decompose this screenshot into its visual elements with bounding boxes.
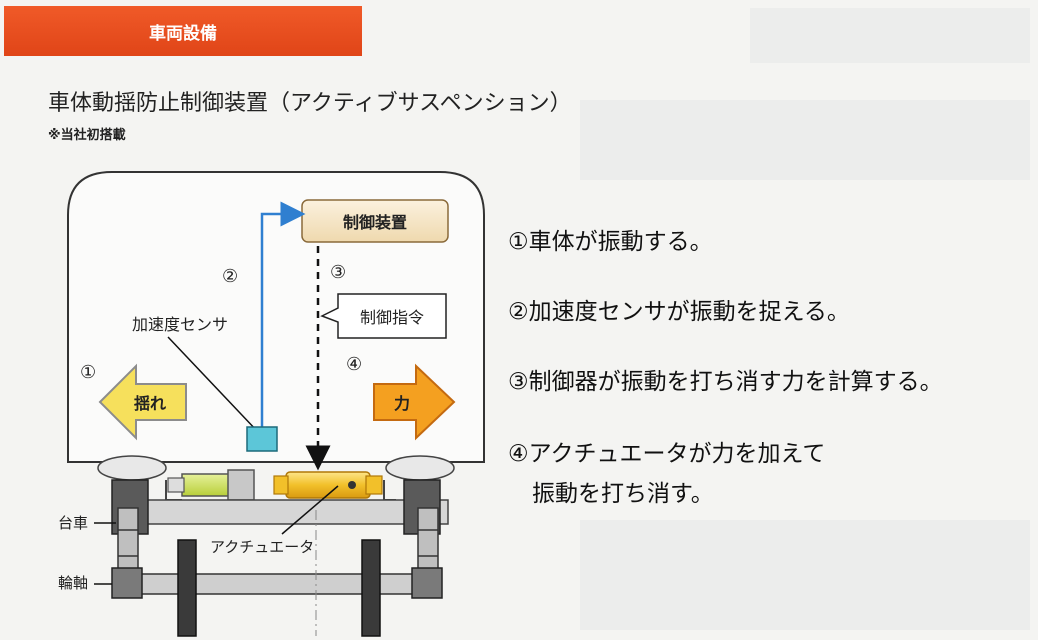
background-panel (580, 100, 1030, 180)
force-arrow (373, 363, 456, 441)
lateral-damper-joint (167, 477, 185, 493)
lateral-damper-cap (227, 469, 255, 501)
background-panel (580, 520, 1030, 630)
marker-1: ① (80, 362, 96, 383)
page-title: 車体動揺防止制御装置（アクティブサスペンション） (48, 91, 572, 116)
background-panel (750, 8, 1030, 63)
acceleration-sensor (246, 426, 278, 452)
actuator-leader-line (281, 485, 339, 535)
actuator-end-left (273, 475, 289, 495)
actuator-mark (348, 481, 356, 489)
axle-shaft (117, 573, 439, 595)
right-axle-box (411, 567, 443, 599)
force-label: 力 (394, 394, 410, 413)
marker-2: ② (222, 266, 238, 287)
command-label: 制御指令 (360, 308, 424, 327)
left-air-spring (97, 455, 167, 481)
sensor-label: 加速度センサ (132, 315, 228, 334)
step-2: ②加速度センサが振動を捉える。 (508, 299, 850, 325)
sensor-signal-line (260, 201, 306, 428)
sway-arrow (98, 363, 187, 441)
left-wheel (177, 539, 197, 637)
command-callout (320, 293, 447, 339)
actuator-end-right (365, 475, 383, 495)
bogie-frame (117, 499, 449, 525)
marker-3: ③ (330, 262, 346, 283)
step-3: ③制御器が振動を打ち消す力を計算する。 (508, 369, 943, 395)
step-4-continued: 振動を打ち消す。 (532, 481, 714, 507)
bogie-label: 台車 (58, 514, 88, 532)
actuator-label: アクチュエータ (210, 538, 314, 556)
sway-label: 揺れ (134, 394, 166, 413)
section-tab-label: 車両設備 (149, 23, 217, 44)
marker-4: ④ (346, 354, 362, 375)
right-air-spring (385, 455, 455, 481)
axle-label: 輪軸 (58, 574, 88, 592)
step-4: ④アクチュエータが力を加えて (508, 441, 826, 467)
left-axle-box (111, 567, 143, 599)
controller-label: 制御装置 (343, 213, 407, 232)
first-install-note: ※当社初搭載 (48, 128, 126, 143)
sensor-leader-line (167, 336, 259, 433)
section-tab: 車両設備 (4, 6, 362, 56)
right-bracket (383, 480, 396, 501)
right-wheel (361, 539, 381, 637)
step-1: ①車体が振動する。 (508, 229, 713, 255)
